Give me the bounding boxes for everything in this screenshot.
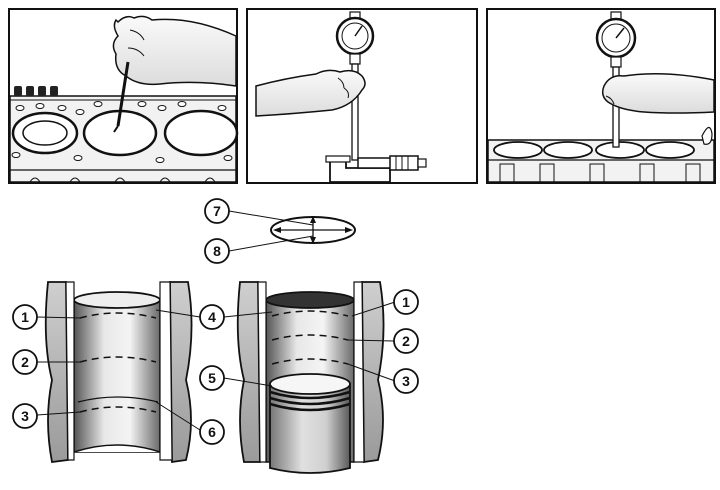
callout-1-right: 1 (393, 289, 419, 315)
callout-2-left: 2 (12, 349, 38, 375)
callout-1-left: 1 (12, 304, 38, 330)
callout-label-3-left: 3 (21, 408, 29, 424)
hand-holding-gauge-icon (255, 69, 366, 117)
coolant-holes (11, 101, 233, 163)
hand-with-scraper-icon (112, 15, 237, 133)
callout-label-2-left: 2 (21, 354, 29, 370)
callout-label-3-right: 3 (402, 373, 410, 389)
callout-3-right: 3 (393, 368, 419, 394)
panel-block-top-cleaning (8, 8, 239, 184)
callout-label-1-left: 1 (21, 309, 29, 325)
panel-gauge-calibration (246, 8, 478, 184)
callout-5: 5 (199, 365, 225, 391)
cylinder-bores (11, 109, 239, 157)
micrometer-icon (325, 155, 427, 183)
callout-label-7: 7 (213, 203, 221, 219)
callout-label-1-right: 1 (402, 294, 410, 310)
callout-label-2-right: 2 (402, 333, 410, 349)
callout-6: 6 (199, 419, 225, 445)
callout-4: 4 (199, 304, 225, 330)
callout-7: 7 (204, 198, 230, 224)
block-side-bosses (29, 177, 216, 183)
dial-indicator-icon (335, 11, 375, 65)
callout-label-6: 6 (208, 424, 216, 440)
hand-holding-gauge-icon-2 (601, 73, 715, 114)
stud-bolts (14, 86, 58, 96)
callout-label-5: 5 (208, 370, 216, 386)
panel-gauge-in-bore (486, 8, 716, 184)
callout-2-right: 2 (393, 328, 419, 354)
piston-icon (269, 373, 351, 474)
cylinder-section-left: 1 2 3 4 6 (12, 281, 225, 464)
callout-3-left: 3 (12, 403, 38, 429)
cylinder-section-right: 5 1 2 3 (199, 281, 419, 474)
callout-label-8: 8 (213, 243, 221, 259)
callout-8: 8 (204, 238, 230, 264)
measurement-directions-diagram: 7 8 (204, 198, 356, 264)
callout-label-4: 4 (208, 309, 216, 325)
